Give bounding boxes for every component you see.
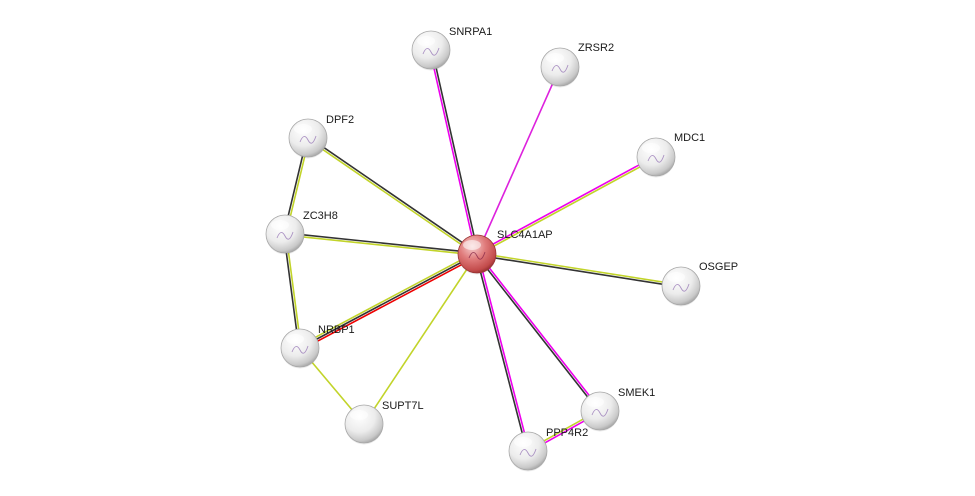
node-label-osgep: OSGEP bbox=[699, 261, 738, 273]
edge-evidence-line bbox=[363, 253, 478, 425]
node-slc4a1ap[interactable]: SLC4A1AP bbox=[457, 229, 553, 275]
node-nrbp1[interactable]: NRBP1 bbox=[280, 324, 355, 369]
sphere-highlight bbox=[286, 334, 304, 344]
node-label-snrpa1: SNRPA1 bbox=[449, 26, 492, 38]
edge-slc4a1ap-dpf2[interactable] bbox=[306, 136, 479, 256]
node-osgep[interactable]: OSGEP bbox=[661, 261, 738, 307]
edge-evidence-line bbox=[475, 155, 657, 254]
edge-evidence-line bbox=[431, 48, 479, 255]
structure-thumbnail-icon bbox=[647, 154, 665, 163]
structure-thumbnail-icon bbox=[276, 231, 294, 240]
protein-sphere[interactable] bbox=[508, 431, 548, 471]
edge-evidence-line bbox=[477, 252, 602, 412]
structure-thumbnail-icon bbox=[422, 47, 440, 56]
protein-sphere[interactable] bbox=[636, 137, 676, 177]
sphere-highlight bbox=[667, 272, 685, 282]
node-label-smek1: SMEK1 bbox=[618, 387, 655, 399]
structure-thumbnail-icon bbox=[291, 345, 309, 354]
edge-evidence-line bbox=[476, 254, 682, 288]
protein-sphere[interactable] bbox=[411, 30, 451, 70]
edge-evidence-line bbox=[477, 252, 530, 452]
protein-sphere[interactable] bbox=[540, 47, 580, 87]
edge-slc4a1ap-zc3h8[interactable] bbox=[284, 232, 478, 256]
edge-slc4a1ap-snrpa1[interactable] bbox=[429, 48, 479, 256]
node-label-slc4a1ap: SLC4A1AP bbox=[497, 229, 553, 241]
sphere-highlight bbox=[271, 220, 289, 230]
sphere-highlight bbox=[546, 53, 564, 63]
sphere-highlight bbox=[350, 410, 368, 420]
node-mdc1[interactable]: MDC1 bbox=[636, 132, 705, 178]
structure-thumbnail-icon bbox=[299, 135, 317, 144]
edge-evidence-line bbox=[476, 252, 682, 286]
protein-sphere[interactable] bbox=[265, 214, 305, 254]
node-smek1[interactable]: SMEK1 bbox=[580, 387, 655, 432]
node-snrpa1[interactable]: SNRPA1 bbox=[411, 26, 492, 71]
edge-evidence-line bbox=[300, 255, 479, 351]
edge-slc4a1ap-zrsr2[interactable] bbox=[476, 66, 561, 255]
node-supt7l[interactable]: SUPT7L bbox=[344, 400, 424, 445]
edge-evidence-line bbox=[476, 157, 658, 256]
edge-slc4a1ap-smek1[interactable] bbox=[475, 252, 602, 413]
node-label-nrbp1: NRBP1 bbox=[318, 324, 355, 336]
edge-evidence-line bbox=[299, 253, 478, 349]
node-dpf2[interactable]: DPF2 bbox=[288, 114, 354, 159]
node-label-zc3h8: ZC3H8 bbox=[303, 210, 338, 222]
edge-slc4a1ap-ppp4r2[interactable] bbox=[475, 252, 530, 453]
edge-evidence-line bbox=[306, 138, 478, 256]
edge-evidence-line bbox=[475, 253, 600, 413]
edge-evidence-line bbox=[284, 232, 478, 254]
edge-slc4a1ap-supt7l[interactable] bbox=[363, 253, 478, 425]
node-label-mdc1: MDC1 bbox=[674, 132, 705, 144]
edge-evidence-line bbox=[284, 234, 478, 256]
node-zrsr2[interactable]: ZRSR2 bbox=[540, 42, 614, 88]
edge-evidence-line bbox=[307, 136, 479, 254]
edge-slc4a1ap-osgep[interactable] bbox=[476, 252, 682, 288]
protein-sphere[interactable] bbox=[344, 404, 384, 444]
edge-slc4a1ap-nrbp1[interactable] bbox=[298, 251, 479, 351]
structure-thumbnail-icon bbox=[672, 283, 690, 292]
node-label-zrsr2: ZRSR2 bbox=[578, 42, 614, 54]
sphere-highlight bbox=[463, 240, 481, 250]
structure-thumbnail-icon bbox=[591, 408, 609, 417]
edge-evidence-line bbox=[298, 251, 477, 347]
edge-evidence-line bbox=[429, 49, 477, 256]
node-label-dpf2: DPF2 bbox=[326, 114, 354, 126]
sphere-highlight bbox=[514, 437, 532, 447]
node-zc3h8[interactable]: ZC3H8 bbox=[265, 210, 338, 255]
protein-sphere[interactable] bbox=[580, 391, 620, 431]
sphere-highlight bbox=[586, 397, 604, 407]
edge-evidence-line bbox=[476, 66, 561, 255]
protein-sphere[interactable] bbox=[661, 266, 701, 306]
sphere-highlight bbox=[642, 143, 660, 153]
query-protein-sphere[interactable] bbox=[457, 234, 497, 274]
structure-thumbnail-icon bbox=[519, 448, 537, 457]
edge-slc4a1ap-mdc1[interactable] bbox=[475, 155, 658, 256]
protein-sphere[interactable] bbox=[280, 328, 320, 368]
node-ppp4r2[interactable]: PPP4R2 bbox=[508, 427, 588, 472]
sphere-highlight bbox=[417, 36, 435, 46]
structure-thumbnail-icon bbox=[468, 251, 486, 260]
edge-evidence-line bbox=[475, 253, 528, 453]
node-label-supt7l: SUPT7L bbox=[382, 400, 424, 412]
protein-sphere[interactable] bbox=[288, 118, 328, 158]
sphere-highlight bbox=[294, 124, 312, 134]
structure-thumbnail-icon bbox=[551, 64, 569, 73]
node-label-ppp4r2: PPP4R2 bbox=[546, 427, 588, 439]
